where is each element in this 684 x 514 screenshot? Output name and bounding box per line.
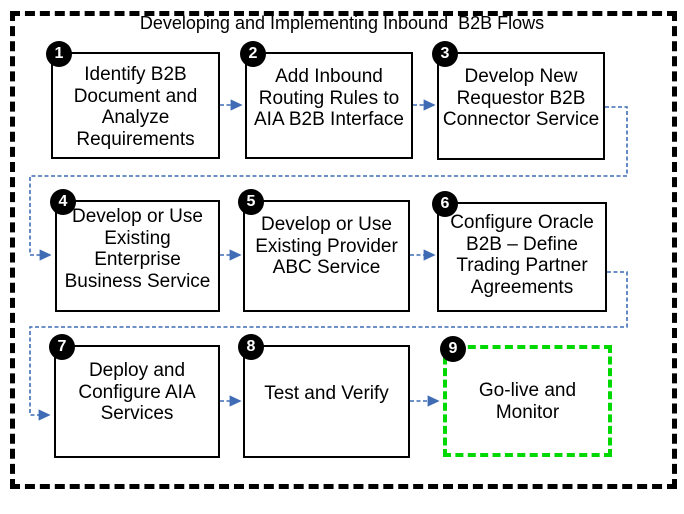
step-5-box: 5 Develop or Use Existing Provider ABC S… — [238, 189, 410, 312]
step-1-label: Identify B2B Document and Analyze Requir… — [73, 64, 198, 150]
step-8-label: Test and Verify — [264, 383, 389, 404]
step-6-box: 6 Configure Oracle B2B – Define Trading … — [432, 191, 607, 312]
step-9-label: Go-live and Monitor — [478, 380, 577, 423]
connector-step6-step7 — [29, 271, 628, 421]
step-2-label: Add Inbound Routing Rules to AIA B2B Int… — [254, 66, 404, 130]
step-1-box: 1 Identify B2B Document and Analyze Requ… — [46, 41, 220, 159]
step-5-label: Develop or Use Existing Provider ABC Ser… — [255, 214, 398, 278]
diagram-title: Developing and Implementing Inbound B2B … — [139, 13, 545, 33]
step-6-number-badge: 6 — [432, 191, 458, 217]
step-3-label: Develop New Requestor B2B Connector Serv… — [442, 66, 600, 130]
step-5-number-badge: 5 — [238, 189, 264, 215]
step-3-box: 3 Develop New Requestor B2B Connector Se… — [432, 41, 605, 160]
dashed-outer-border — [10, 11, 677, 489]
step-6-label: Configure Oracle B2B – Define Trading Pa… — [450, 212, 594, 298]
step-2-box: 2 Add Inbound Routing Rules to AIA B2B I… — [240, 41, 413, 159]
step-7-number-badge: 7 — [49, 334, 75, 360]
step-4-box: 4 Develop or Use Existing Enterprise Bus… — [50, 189, 220, 312]
step-3-number-badge: 3 — [432, 41, 458, 67]
step-4-number-badge: 4 — [50, 189, 76, 215]
connector-step3-step4 — [29, 106, 628, 261]
step-4-label: Develop or Use Existing Enterprise Busin… — [64, 206, 211, 292]
step-9-box-go-live: 9 Go-live and Monitor — [440, 336, 612, 457]
step-8-box: 8 Test and Verify — [238, 334, 410, 458]
step-8-number-badge: 8 — [238, 334, 264, 360]
step-1-number-badge: 1 — [46, 41, 72, 67]
step-2-number-badge: 2 — [240, 41, 266, 67]
step-9-number-badge: 9 — [440, 336, 466, 362]
step-7-box: 7 Deploy and Configure AIA Services — [49, 334, 220, 458]
step-7-label: Deploy and Configure AIA Services — [78, 360, 196, 424]
